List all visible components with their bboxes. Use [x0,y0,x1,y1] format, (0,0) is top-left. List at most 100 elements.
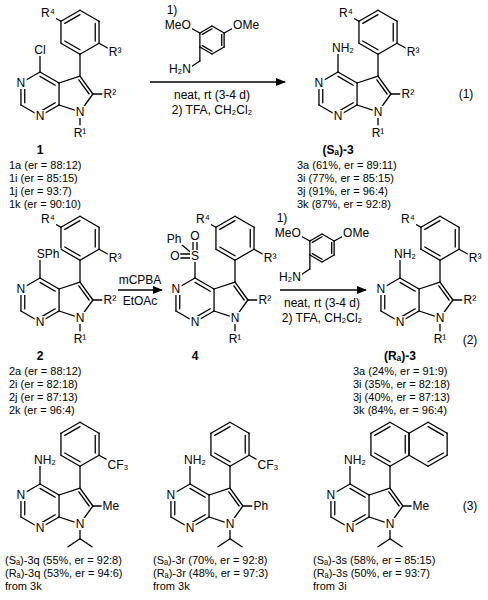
atom-label: SPh [36,248,61,260]
bond [80,43,99,54]
bond [59,282,80,289]
bond [65,427,80,436]
bond [209,488,230,495]
bond [322,234,334,241]
reagent-text: mCPBA [118,274,163,286]
bond [215,427,230,436]
bond [40,282,55,291]
atom-label: N [75,518,86,530]
bond [223,33,224,47]
product-entry: from 3k [4,581,43,592]
bond [79,80,89,94]
compound-entry: 1a (er = 88:12) [8,160,82,171]
bond [80,216,99,227]
bond [420,227,421,249]
substituent-label: CF₃ [257,459,280,471]
atom-label: N [35,110,46,122]
bond [234,260,235,282]
condition-text: 2) TFA, CH₂Cl₂ [281,312,363,324]
bond [409,422,428,433]
bond [199,47,200,61]
bond [230,422,249,433]
bond [220,247,235,256]
condition-text: neat, rt (3-4 d) [173,89,251,101]
bond [195,282,210,291]
substituent-label: Me [102,500,121,512]
compound-number: 2 [36,350,45,362]
compound-entry: 1j (er = 93:7) [8,186,73,197]
bond [390,539,402,547]
substituent-label: OMe [232,19,260,31]
bond [405,435,406,453]
bond [243,505,252,506]
bond [79,286,89,300]
atom-label: NH₂ [331,42,355,54]
substituent-label: R¹ [371,127,386,139]
bond [458,227,459,249]
bond [80,539,92,547]
substituent-label: MeO [164,19,192,31]
condition-text: 2) TFA, CH₂Cl₂ [171,104,253,116]
product-entry: (Rₐ)-3q (53%, er = 94:6) [4,568,124,579]
bond [397,43,406,48]
bond [447,433,448,455]
atom-label: N [16,283,27,295]
bond [214,282,235,289]
substituent-label: R² [258,294,273,306]
bond [95,23,96,41]
bond [79,260,80,282]
bond [428,427,443,436]
atom-label: N [376,283,387,295]
atom-label: N [326,489,337,501]
bond [99,43,108,48]
compound-entry: 2a (er = 88:12) [8,366,82,377]
atom-label: N [314,77,325,89]
substituent-label: R⁴ [338,7,354,19]
bond [65,221,80,230]
bond [396,21,397,43]
atom-label: N [35,522,46,534]
atom-label: N [395,316,406,328]
compound-entry: 3i (35%, er = 82:18) [352,379,451,390]
bond [358,21,359,43]
bond [439,286,449,300]
product-entry: (Sₐ)-3q (55%, er = 92:8) [4,555,123,566]
bond [363,41,378,50]
atom-label: N [16,489,27,501]
bond [80,10,99,21]
bond [333,241,334,255]
bond [58,289,59,311]
compound-entry: 2j (er = 87:13) [8,392,79,403]
atom-label: N [171,283,182,295]
substituent-label: R⁴ [195,213,211,225]
bond [409,455,428,466]
bond [377,54,378,76]
product-entry: (Sₐ)-3s (58%, er = 85:15) [312,555,436,566]
bond [312,237,322,243]
bond [40,76,55,85]
product-entry: (Rₐ)-3s (50%, er = 93:7) [312,568,431,579]
bond [389,466,390,488]
bond [378,43,397,54]
atom-label: NH₂ [183,454,207,466]
bond [250,229,251,247]
compound-entry: 3a (61%, er = 89:11) [296,160,398,171]
bond [199,33,200,47]
substituent-label: R³ [406,46,421,58]
condition-text: neat, rt (3-4 d) [283,297,361,309]
substituent-label: H₂N [168,63,192,75]
compound-entry: 3k (87%, er = 92:8) [296,199,392,210]
atom-label: NH₂ [393,248,417,260]
compound-entry: 2i (er = 82:18) [8,379,79,390]
bond [229,492,239,506]
reaction-arrow [118,289,162,290]
bond [213,289,214,311]
bond [79,466,80,488]
bond [419,282,440,289]
atom-label: S [190,250,200,262]
bond [248,299,257,300]
atom-label: O [169,250,180,262]
bond [215,453,230,462]
bond [254,249,263,254]
atom-label: Cl [33,44,46,56]
